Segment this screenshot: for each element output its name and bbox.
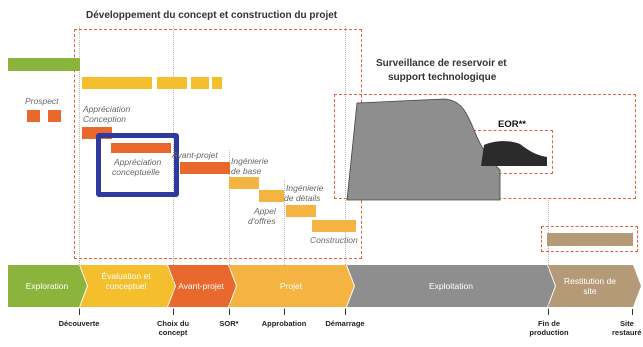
milestone-sor: SOR* — [211, 319, 247, 328]
guide-line-approbation — [284, 180, 285, 309]
milestone-decouverte-line1: Découverte — [58, 319, 100, 328]
ingenierie-details-line2: de détails — [284, 193, 321, 203]
phase-label-exploitation: Exploitation — [429, 281, 473, 291]
appel-offres-line2: d'offres — [248, 216, 276, 226]
diagram-title: Développement du concept et construction… — [86, 10, 338, 21]
prospect-label: Prospect — [25, 96, 59, 106]
phase-exploitation — [347, 265, 555, 307]
conceptual-label-line1: Appréciation — [114, 157, 162, 167]
evaluation-bar-3 — [191, 77, 209, 89]
phase-label-evaluation: Évaluation et conceptuel — [101, 271, 151, 291]
construction-bar — [312, 220, 356, 232]
restitution-bar — [547, 233, 633, 246]
milestone-demarrage: Démarrage — [318, 319, 372, 328]
conceptual-bar — [111, 143, 171, 153]
milestone-sor-line1: SOR* — [219, 319, 239, 328]
phase-avant-projet — [168, 265, 236, 307]
tick-site-restaure — [632, 309, 633, 315]
guide-line-decouverte — [79, 26, 80, 309]
construction-label: Construction — [310, 235, 358, 245]
ingenierie-details-bar — [286, 205, 316, 217]
milestone-choix-concept: Choix du concept — [150, 319, 196, 337]
restitution-frame — [541, 226, 638, 252]
exploration-bar — [8, 58, 80, 71]
milestone-approbation: Approbation — [257, 319, 311, 328]
evaluation-bar-2 — [157, 77, 187, 89]
phase-restitution — [548, 265, 641, 307]
guide-line-choix-concept — [173, 26, 174, 309]
tick-approbation — [284, 309, 285, 315]
milestone-site-restaure-line2: restauré — [612, 328, 642, 337]
milestone-fin-production: Fin de production — [523, 319, 575, 337]
appel-offres-bar — [259, 190, 284, 202]
evaluation-bar-4 — [212, 77, 222, 89]
phase-evaluation — [80, 265, 175, 307]
milestone-site-restaure-line1: Site — [620, 319, 634, 328]
appreciation-label-line1: Appréciation — [83, 104, 131, 114]
ingenierie-details-line1: Ingénierie — [286, 183, 324, 193]
eor-profile-shape — [481, 141, 547, 166]
guide-line-demarrage — [345, 26, 346, 309]
milestone-fin-production-line2: production — [529, 328, 569, 337]
tick-decouverte — [79, 309, 80, 315]
phase-label-exploration: Exploration — [25, 281, 69, 291]
ingenierie-base-line1: Ingénierie — [231, 156, 269, 166]
phase-label-projet: Projet — [279, 281, 303, 291]
tick-fin-production — [548, 309, 549, 315]
milestone-decouverte: Découverte — [54, 319, 104, 328]
milestone-site-restaure: Site restauré — [612, 319, 643, 337]
surveillance-label-line1: Surveillance de reservoir et — [376, 58, 507, 69]
milestone-choix-concept-line1: Choix du — [156, 319, 190, 328]
highlight-box — [96, 133, 179, 197]
phase-exploration — [8, 265, 87, 307]
appreciation-label-line2: Conception — [83, 114, 127, 124]
phase-projet — [229, 265, 354, 307]
phase-label-restitution: Restitution de site — [564, 276, 616, 296]
guide-line-fin-production — [548, 198, 549, 309]
appel-offres-line1: Appel — [254, 206, 276, 216]
eor-label: EOR** — [498, 119, 526, 130]
conceptual-label-line2: conceptuelle — [112, 167, 160, 177]
production-profile-shape — [346, 98, 501, 201]
milestone-approbation-line1: Approbation — [261, 319, 307, 328]
tick-sor — [229, 309, 230, 315]
milestone-demarrage-line1: Démarrage — [325, 319, 365, 328]
ingenierie-base-line2: de base — [231, 166, 262, 176]
prospect-block-2 — [48, 110, 61, 122]
prospect-block-1 — [27, 110, 40, 122]
evaluation-bar-1 — [82, 77, 152, 89]
ingenierie-base-bar — [229, 177, 259, 189]
surveillance-label-line2: support technologique — [388, 72, 497, 83]
milestone-fin-production-line1: Fin de — [537, 319, 561, 328]
milestone-choix-concept-line2: concept — [158, 328, 188, 337]
tick-choix-concept — [173, 309, 174, 315]
phase-label-avant-projet: Avant-projet — [178, 281, 224, 291]
guide-line-sor — [229, 150, 230, 309]
avant-projet-bar — [180, 162, 230, 174]
avant-projet-bar-label: Avant-projet — [172, 150, 218, 160]
tick-demarrage — [345, 309, 346, 315]
